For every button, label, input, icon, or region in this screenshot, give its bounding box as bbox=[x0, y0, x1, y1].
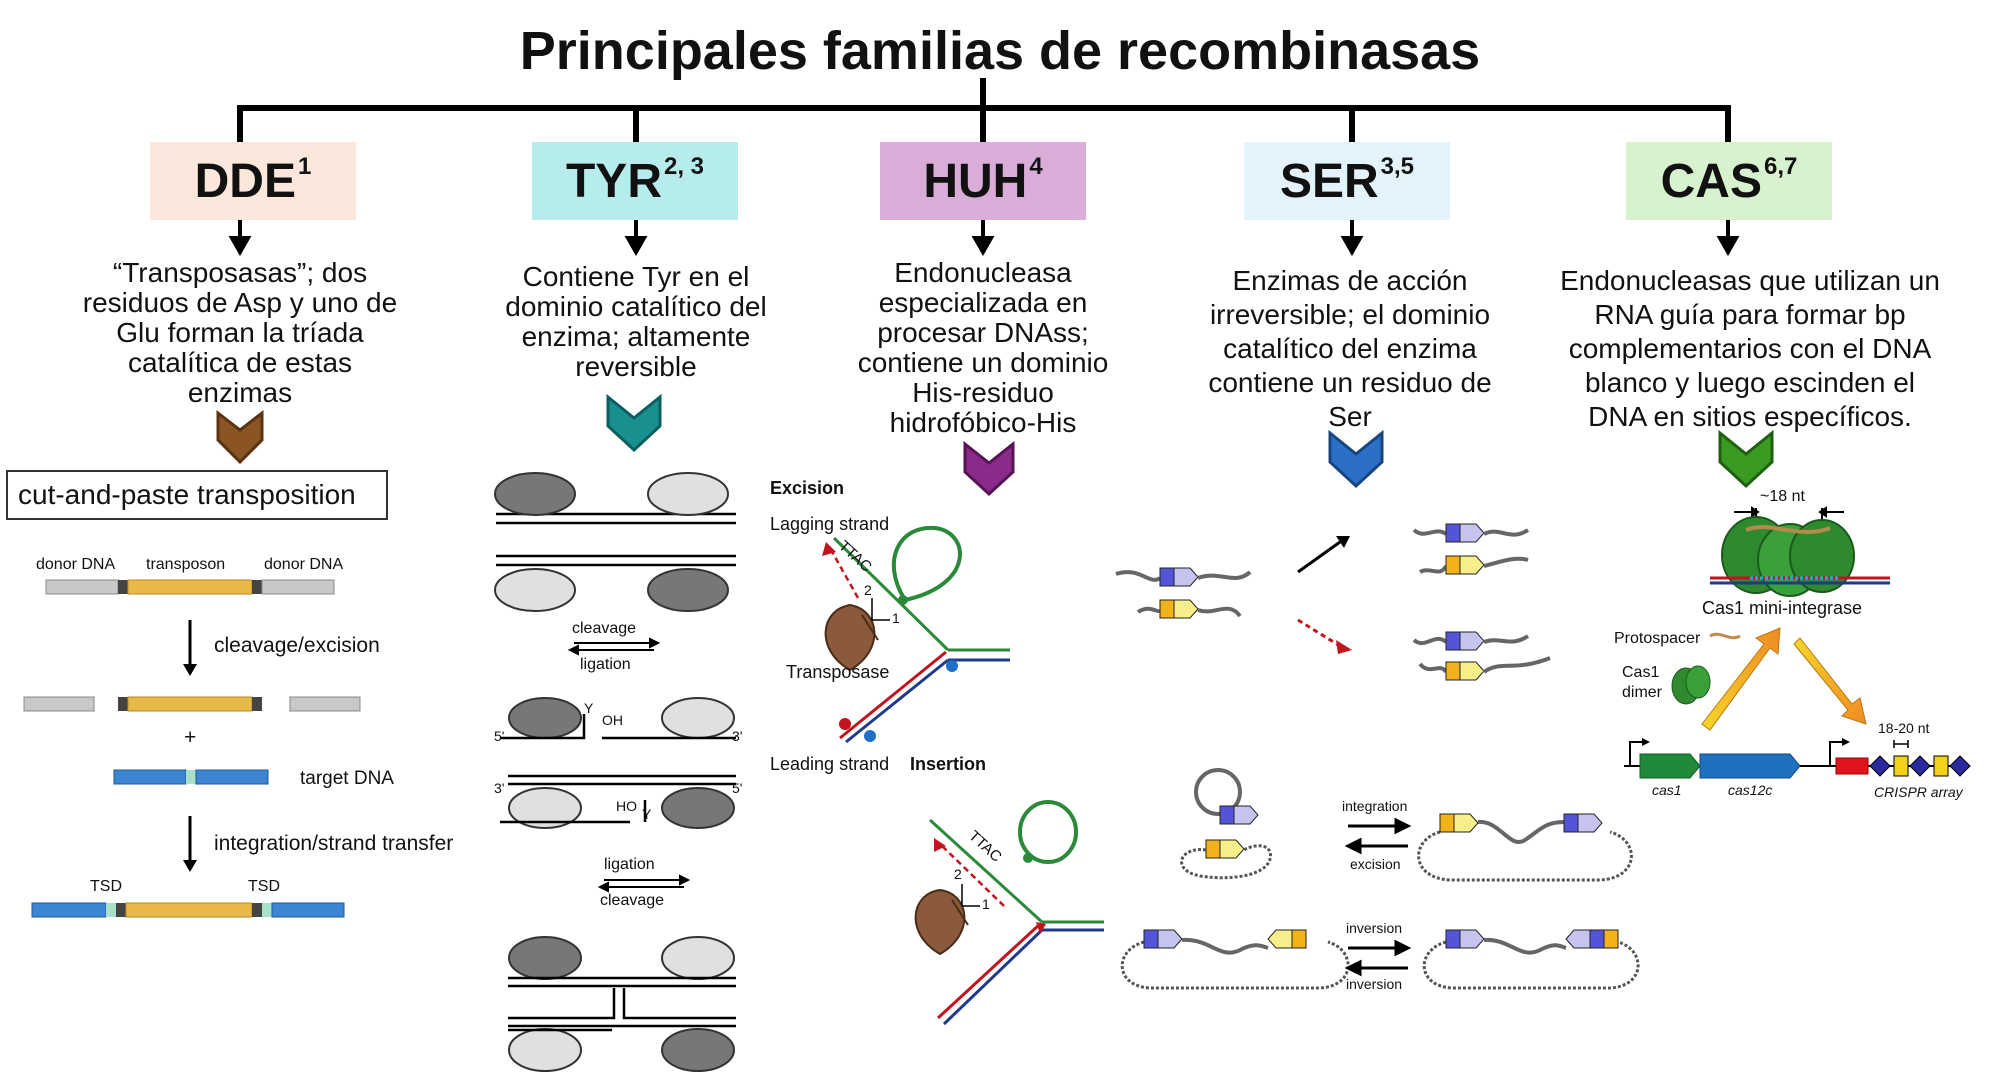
family-name: TYR bbox=[565, 154, 662, 208]
family-description-tyr: Contiene Tyr en el dominio catalítico de… bbox=[505, 261, 767, 382]
family-description-dde: “Transposasas”; dos residuos de Asp y un… bbox=[82, 257, 398, 408]
site-number-label: 2 bbox=[864, 582, 872, 598]
strand-end-label: 5' bbox=[732, 780, 743, 796]
family-name: HUH bbox=[923, 154, 1028, 208]
family-reference: 3,5 bbox=[1380, 153, 1415, 180]
lagging-strand-label: Lagging strand bbox=[770, 514, 890, 534]
leading-strand-label: Leading strand bbox=[770, 754, 890, 774]
strand-end-label: 3' bbox=[494, 780, 505, 796]
cas1-gene-label: cas1 bbox=[1652, 782, 1682, 798]
chevron-down-icon bbox=[606, 393, 662, 453]
family-description-ser: Enzimas de acción irreversible; el domin… bbox=[1208, 265, 1492, 432]
strand-end-label: 3' bbox=[732, 728, 743, 744]
crispr-array-label: CRISPR array bbox=[1874, 784, 1963, 800]
cas1-mini-integrase-label: Cas1 mini-integrase bbox=[1702, 598, 1863, 618]
protospacer-label: Protospacer bbox=[1614, 630, 1701, 647]
integration-label: integration bbox=[1342, 798, 1408, 814]
excision-label: Excision bbox=[770, 478, 845, 498]
excision-label: excision bbox=[1350, 856, 1401, 872]
transposon-label: transposon bbox=[146, 556, 226, 573]
cas1-dimer-label: Cas1 bbox=[1622, 664, 1660, 681]
chevron-down-icon bbox=[216, 409, 264, 465]
transposase-label: Transposase bbox=[786, 662, 890, 682]
chevron-icons bbox=[216, 393, 1774, 497]
cas-nt18-label: ~18 nt bbox=[1760, 488, 1805, 505]
donor-dna-label: donor DNA bbox=[36, 556, 116, 573]
chevron-down-icon bbox=[963, 440, 1015, 497]
site-number-label: 2 bbox=[954, 866, 962, 882]
tyr-ligation-label: ligation bbox=[604, 856, 655, 873]
tsd-label: TSD bbox=[248, 878, 280, 895]
family-reference: 6,7 bbox=[1763, 153, 1798, 180]
tsd-label: TSD bbox=[90, 878, 122, 895]
family-description-huh: Endonucleasa especializada en procesar D… bbox=[857, 257, 1109, 438]
family-name: CAS bbox=[1660, 154, 1762, 208]
donor-dna-label: donor DNA bbox=[264, 556, 344, 573]
tyr-ligation-label: ligation bbox=[580, 656, 631, 673]
step-cleavage-label: cleavage/excision bbox=[214, 634, 380, 657]
family-description-cas: Endonucleasas que utilizan un RNA guía p… bbox=[1560, 265, 1940, 432]
hydroxyl-label: HO bbox=[616, 798, 637, 814]
family-reference: 2, 3 bbox=[663, 153, 705, 180]
diagram-title: Principales familias de recombinasas bbox=[519, 21, 1481, 81]
chevron-down-icon bbox=[1328, 429, 1384, 489]
cas12c-gene-label: cas12c bbox=[1728, 782, 1773, 798]
tyr-cleavage-label: cleavage bbox=[600, 892, 665, 909]
hydroxyl-label: OH bbox=[602, 712, 623, 728]
family-reference: 4 bbox=[1029, 153, 1043, 180]
cut-and-paste-box: cut-and-paste transposition bbox=[6, 470, 388, 520]
tyrosine-label: Y bbox=[584, 700, 594, 716]
site-number-label: 1 bbox=[892, 610, 900, 626]
inversion-label: inversion bbox=[1346, 920, 1403, 936]
target-dna-label: target DNA bbox=[300, 768, 394, 789]
strand-end-label: 5' bbox=[494, 728, 505, 744]
nt1820-label: 18-20 nt bbox=[1878, 720, 1930, 736]
chevron-down-icon bbox=[1718, 429, 1774, 489]
family-name: DDE bbox=[194, 154, 296, 208]
site-number-label: 1 bbox=[982, 896, 990, 912]
family-reference: 1 bbox=[297, 153, 312, 180]
plus-sign: + bbox=[184, 726, 197, 749]
cas1-dimer-label: dimer bbox=[1622, 684, 1663, 701]
insertion-label: Insertion bbox=[910, 754, 987, 774]
family-name: SER bbox=[1279, 154, 1379, 208]
tyrosine-label: Y bbox=[642, 806, 652, 822]
tyr-cleavage-label: cleavage bbox=[572, 620, 637, 637]
step-integration-label: integration/strand transfer bbox=[214, 832, 454, 855]
inversion-label: inversion bbox=[1346, 976, 1403, 992]
